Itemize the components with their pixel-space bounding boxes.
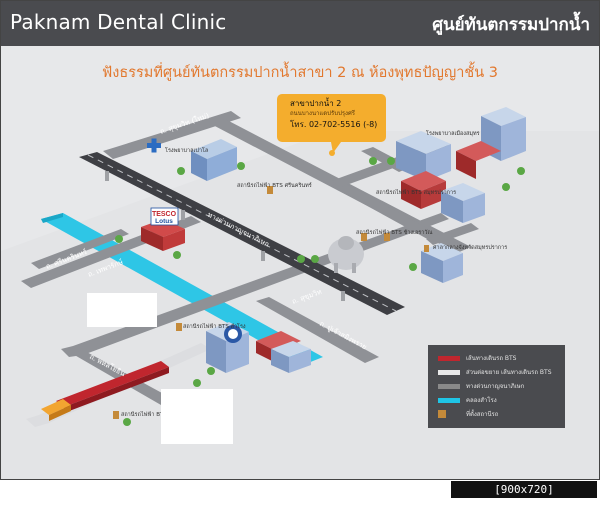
tag-bts-bearing: สถานีรถไฟฟ้า BTS แบริ่ง (121, 412, 182, 418)
building-city-hall (421, 243, 463, 283)
tag-bts-samutprakan: สถานีรถไฟฟ้า BTS สมุทรปราการ (376, 190, 457, 196)
image-host-footer[interactable]: [900x720] http://upic.me/ (451, 481, 597, 513)
road-srinakarin (31, 229, 129, 269)
clinic-name-en: Paknam Dental Clinic (10, 10, 227, 34)
tesco-sub: Lotus (155, 218, 173, 225)
map-legend: เส้นทางเดินรถ BTS ส่วนต่อขยาย เส้นทางเดิ… (428, 345, 565, 428)
branch-callout: สาขาปากน้ำ 2 ถนนบางนาแดปรับปรุงศรี โทร. … (277, 94, 386, 142)
road-sukhumvit-upper (103, 111, 241, 159)
building-right-cluster (396, 107, 526, 223)
road-expressway (79, 152, 405, 315)
hospital-cross-icon (147, 138, 161, 153)
erawan-elephant-statue (328, 236, 364, 273)
tag-bts-samrong: สถานีรถไฟฟ้า BTS สำโรง (183, 324, 246, 330)
legend-item-expressway: ทางด่วนกาญจนาภิเษก (438, 381, 524, 391)
callout-phone: โทร. 02-702-5516 (-8) (290, 120, 378, 129)
station-markers (113, 186, 429, 419)
callout-branch-name: สาขาปากน้ำ 2 (290, 99, 342, 108)
blank-box-bottom (161, 389, 233, 444)
legend-item-station: ที่ตั้งสถานีรถ (438, 409, 498, 419)
trees (115, 157, 525, 426)
legend-item-bts: เส้นทางเดินรถ BTS (438, 353, 516, 363)
tag-bts-erawan: สถานีรถไฟฟ้า BTS ช้างเอราวัณ (356, 230, 433, 236)
clinic-name-th: ศูนย์ทันตกรรมปากน้ำ (432, 15, 590, 35)
building-paolo-hospital (191, 139, 237, 181)
legend-item-canal: คลองสำโรง (438, 395, 497, 405)
blank-box-left (87, 293, 157, 327)
tag-paolo-hospital: โรงพยาบาลเปาโล (165, 148, 209, 154)
tag-samut-hospital: โรงพยาบาลเมืองสมุทร (426, 131, 480, 137)
legend-item-bts-extension: ส่วนต่อขยาย เส้นทางเดินรถ BTS (438, 367, 552, 377)
header-bar: Paknam Dental Clinic ศูนย์ทันตกรรมปากน้ำ (1, 1, 599, 46)
tag-city-hall: ศาลากลางจังหวัดสมุทรปราการ (433, 245, 508, 251)
bts-train (41, 361, 169, 421)
road-puchao (256, 297, 379, 363)
callout-pointer (331, 142, 341, 153)
callout-address: ถนนบางนาแดปรับปรุงศรี (290, 110, 356, 117)
subtitle-text: ฟังธรรมที่ศูนย์ทันตกรรมปากน้ำสาขา 2 ณ ห้… (102, 65, 498, 81)
map-frame: ถ. สุขุมวิท (ใหม่) ทางด่วนกาญจนาภิเษก ถ.… (0, 0, 600, 480)
tag-bts-srinakarin: สถานีรถไฟฟ้า BTS ศรีนครินทร์ (237, 183, 312, 189)
building-samrong-cluster (206, 322, 311, 373)
tesco-brand: TESCO (152, 211, 177, 218)
building-tesco-lotus (141, 207, 185, 251)
